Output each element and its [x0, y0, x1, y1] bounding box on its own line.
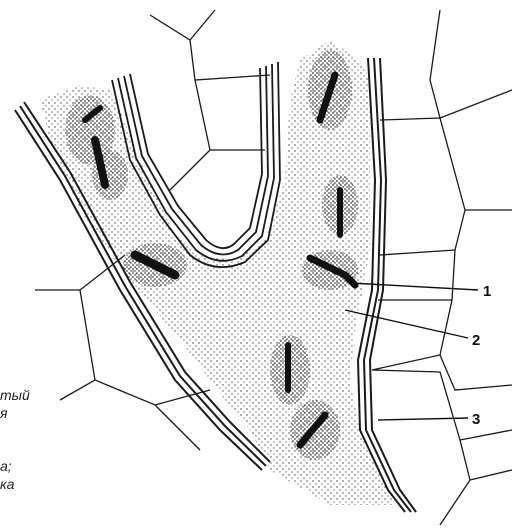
caption-fragment-1: тый	[0, 387, 30, 403]
caption-fragment-3: а;	[0, 458, 12, 474]
caption-fragment-4: ка	[0, 476, 14, 492]
label-1: 1	[483, 283, 491, 300]
label-3: 3	[472, 411, 480, 428]
top-cell-outlines	[150, 10, 270, 190]
label-2: 2	[472, 332, 480, 349]
caption-fragment-2: я	[0, 405, 7, 421]
leader-line-1	[350, 283, 478, 290]
right-cell-outlines	[372, 10, 512, 525]
